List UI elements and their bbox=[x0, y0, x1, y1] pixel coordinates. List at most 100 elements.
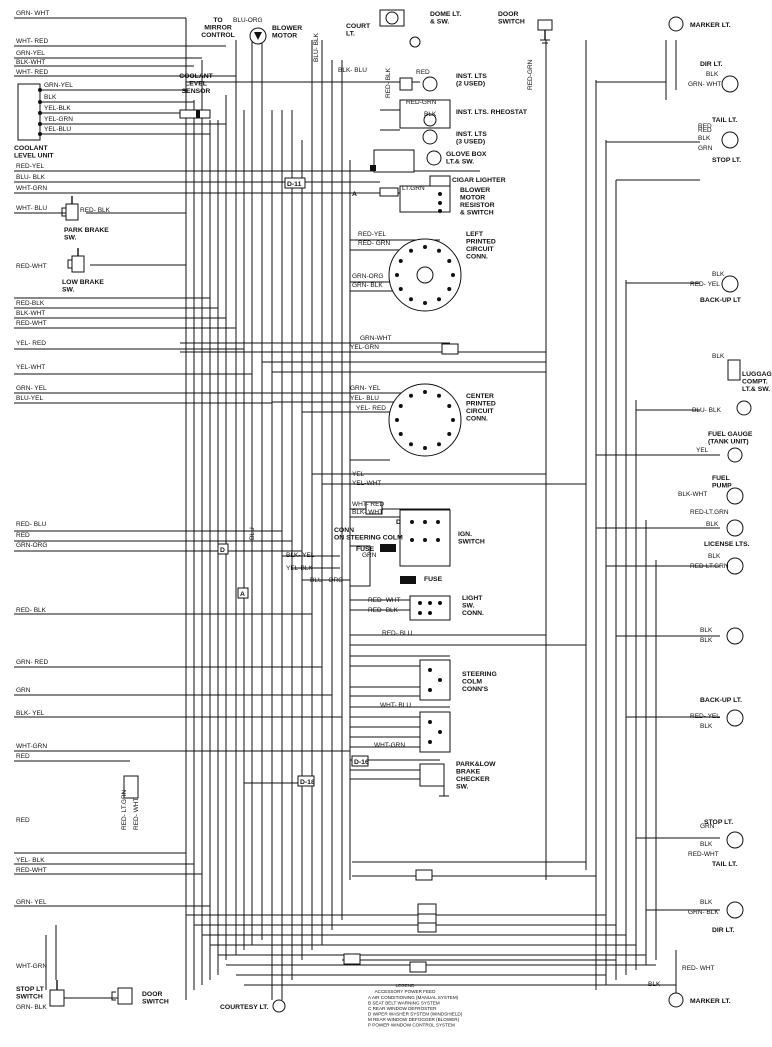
marker-lt-label: MARKER LT. bbox=[690, 22, 731, 29]
cross-feeds bbox=[186, 81, 720, 986]
wire-label: WHT- RED bbox=[352, 501, 384, 508]
wire-label: BLK bbox=[700, 637, 713, 644]
connector-pin bbox=[451, 273, 455, 277]
wire-label: BLU- BLK bbox=[16, 174, 46, 181]
connector-pin bbox=[409, 393, 413, 398]
harness-verticals bbox=[185, 18, 677, 1000]
wire-label: BLK bbox=[706, 521, 719, 528]
connector-pin bbox=[395, 418, 399, 422]
wire-label: GRN-YEL bbox=[16, 50, 45, 57]
connector-pin bbox=[398, 259, 403, 263]
wire-label: WHT- BLU bbox=[380, 702, 411, 709]
wire-label: BLK- BLU bbox=[338, 67, 367, 74]
wire-label: GRN- BLK bbox=[16, 1004, 47, 1011]
connector-pin bbox=[447, 432, 452, 436]
wire-label: RED- YEL bbox=[690, 713, 720, 720]
wire-label: RED bbox=[16, 753, 30, 760]
wire-label: GRN- RED bbox=[16, 659, 48, 666]
coolant-level-unit bbox=[17, 83, 211, 141]
d11-connector bbox=[284, 177, 306, 189]
wire-label: YEL- RED bbox=[16, 340, 46, 347]
connector-pin bbox=[437, 297, 441, 302]
wire-label: YEL bbox=[352, 471, 365, 478]
wire-label: YEL-BLU bbox=[44, 126, 71, 133]
wire-label: BLU bbox=[249, 527, 256, 540]
legend-title: LEGEND bbox=[396, 983, 416, 988]
steering-colm-conns bbox=[419, 659, 451, 753]
wire-label: RED- BLU bbox=[16, 521, 47, 528]
wire-label: BLK bbox=[700, 723, 713, 730]
connector-pin bbox=[423, 446, 427, 450]
wire-label: YEL-BLK bbox=[286, 565, 313, 572]
wire-label: RED bbox=[698, 127, 712, 134]
connector-pin bbox=[409, 248, 413, 253]
legend-item: D WIPER WASHER SYSTEM (WINDSHIELD) bbox=[368, 1012, 463, 1017]
inst-lts-2-label: INST. LTS(2 USED) bbox=[456, 73, 487, 88]
wire-label: BLK bbox=[424, 111, 437, 118]
wire-label: BLU- BLK bbox=[692, 407, 722, 414]
brake-switches bbox=[61, 196, 85, 273]
wire-label: GRN-ORG bbox=[16, 542, 47, 549]
wire-label: RED-GRN bbox=[527, 59, 534, 90]
wire-label: RED- GRN bbox=[358, 240, 390, 247]
wire-label: GRN-ORG bbox=[352, 273, 383, 280]
wire-label: YEL-GRN bbox=[350, 344, 379, 351]
connector-pin bbox=[423, 245, 427, 249]
court-lt bbox=[379, 9, 421, 48]
wire-label: RED-WHT bbox=[16, 867, 47, 874]
wire-label: BLK- WHT bbox=[352, 509, 383, 516]
wire-label: RED-YEL bbox=[16, 163, 45, 170]
wire-label: WHT-GRN bbox=[16, 185, 47, 192]
wire-label: D-18 bbox=[300, 779, 315, 786]
wire-label: GRN- WHT bbox=[16, 10, 49, 17]
wire-label: RED bbox=[698, 123, 712, 130]
wire-label: BLK bbox=[706, 71, 719, 78]
wire-label: GRN- YEL bbox=[16, 899, 47, 906]
wire-label: RED-WHT bbox=[688, 851, 719, 858]
wire-label: GRN bbox=[362, 552, 377, 559]
wire-label: WHT- RED bbox=[16, 69, 48, 76]
wire-label: RED- YEL bbox=[690, 281, 720, 288]
wire-label: YEL-WHT bbox=[352, 480, 381, 487]
connector-pin bbox=[423, 390, 427, 394]
wire-label: A bbox=[240, 591, 245, 598]
connector-pin bbox=[447, 404, 452, 408]
wire-label: WHT-GRN bbox=[16, 963, 47, 970]
connector-pin bbox=[437, 442, 441, 447]
wire-label: RED-WHT bbox=[16, 263, 47, 270]
left-pcc bbox=[388, 238, 462, 312]
wire-label: BLU - ORG bbox=[310, 577, 343, 584]
inline-connectors bbox=[123, 343, 459, 973]
brake-checker bbox=[297, 755, 449, 797]
wire-label: BLU- BLK bbox=[313, 32, 320, 62]
wire-label: BLK-WHT bbox=[16, 59, 45, 66]
wire-label: YEL-WHT bbox=[16, 364, 45, 371]
wire-label: RED- BLU bbox=[382, 630, 413, 637]
wire-label: GRN- YEL bbox=[350, 385, 381, 392]
center-pcc bbox=[388, 383, 462, 457]
legend-item: M REAR WINDOW DEFOGGER (BLOWER) bbox=[368, 1017, 460, 1022]
wire-label: WHT-GRN bbox=[16, 743, 47, 750]
ign-switch-label: IGN.SWITCH bbox=[458, 531, 485, 546]
wire-label: A bbox=[352, 191, 357, 198]
backup-lt-label: BACK-UP LT. bbox=[700, 697, 742, 704]
wire-label: BLK- YEL bbox=[286, 552, 315, 559]
wire-label: GRN-WHT bbox=[360, 335, 391, 342]
wire-label: YEL- BLU bbox=[350, 395, 379, 402]
connector-pin bbox=[409, 442, 413, 447]
wire-label: WHT- BLU bbox=[16, 205, 47, 212]
inst-lts-3-label: INST. LTS(3 USED) bbox=[456, 131, 487, 146]
wire-label: RED- BLK bbox=[385, 67, 392, 98]
